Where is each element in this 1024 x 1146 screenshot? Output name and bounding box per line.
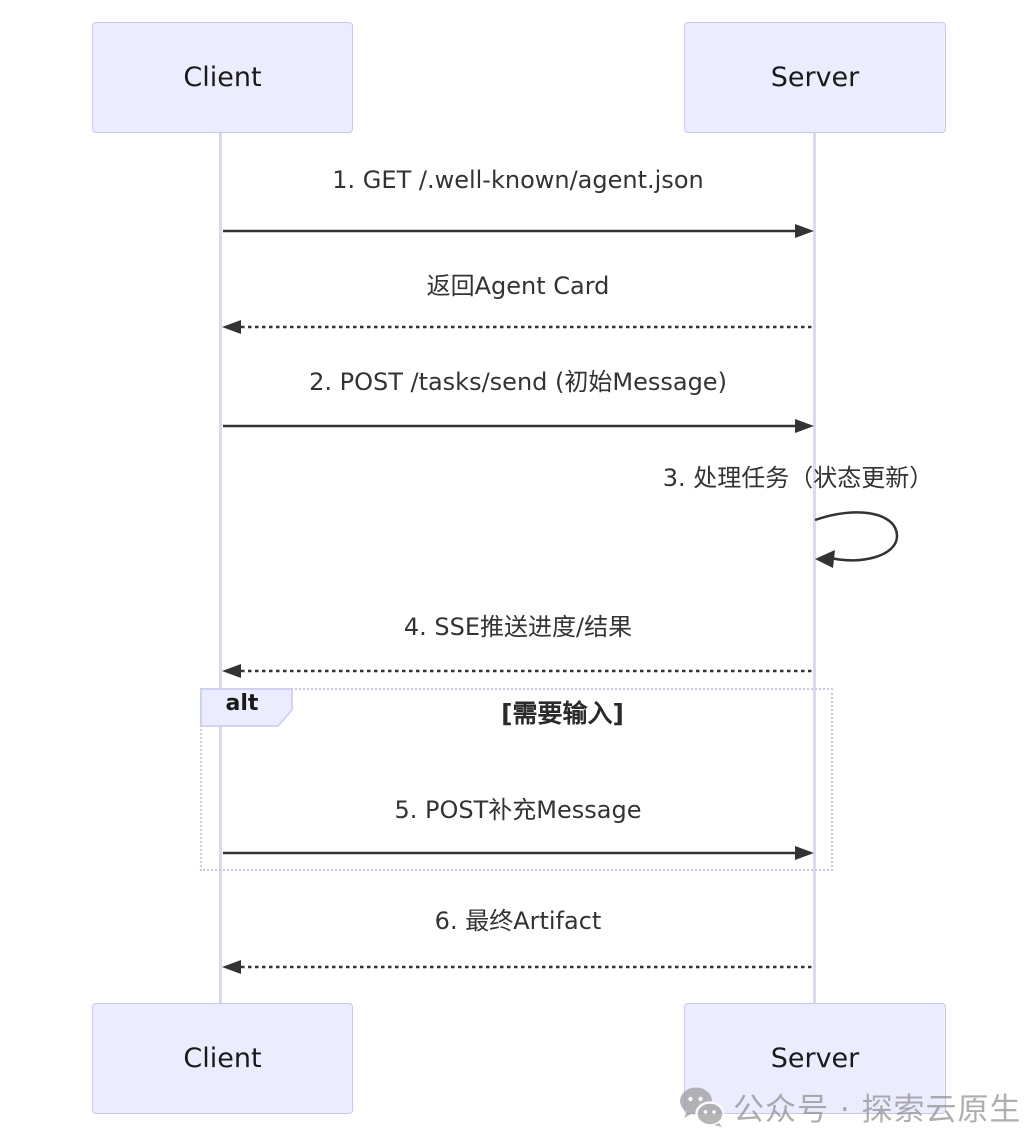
message-label-1: 1. GET /.well-known/agent.json xyxy=(332,166,704,194)
message-label-7: 6. 最终Artifact xyxy=(434,907,602,935)
message-label-2: 返回Agent Card xyxy=(426,272,610,300)
message-label-6: 5. POST补充Message xyxy=(394,796,642,824)
watermark: 公众号 · 探索云原生 xyxy=(679,1084,1022,1129)
arrow-solid-right-3 xyxy=(223,419,814,433)
alt-label-text: alt xyxy=(225,691,259,716)
alt-frame xyxy=(200,688,833,871)
message-label-3: 2. POST /tasks/send (初始Message) xyxy=(309,368,727,396)
actor-client-bottom: Client xyxy=(92,1003,353,1114)
alt-condition-text: [需要输入] xyxy=(501,699,624,728)
arrow-dashed-left-5 xyxy=(222,664,814,678)
actor-server-bottom: Server xyxy=(684,1003,946,1114)
lifeline-server xyxy=(813,133,816,1003)
message-label-5: 4. SSE推送进度/结果 xyxy=(403,613,633,641)
self-loop-arrow xyxy=(814,511,899,568)
actor-client-top: Client xyxy=(92,22,353,133)
arrow-solid-right-6 xyxy=(223,846,814,860)
message-label-4: 3. 处理任务（状态更新） xyxy=(662,464,934,492)
watermark-text: 公众号 · 探索云原生 xyxy=(733,1092,1022,1128)
wechat-chat-bubbles-icon xyxy=(680,1087,725,1127)
arrow-solid-right-1 xyxy=(223,224,814,238)
arrow-dashed-left-2 xyxy=(222,320,814,334)
actor-server-top: Server xyxy=(684,22,946,133)
alt-label-tab: alt xyxy=(200,688,294,728)
lifeline-client xyxy=(219,133,222,1003)
arrow-dashed-left-7 xyxy=(222,960,814,974)
